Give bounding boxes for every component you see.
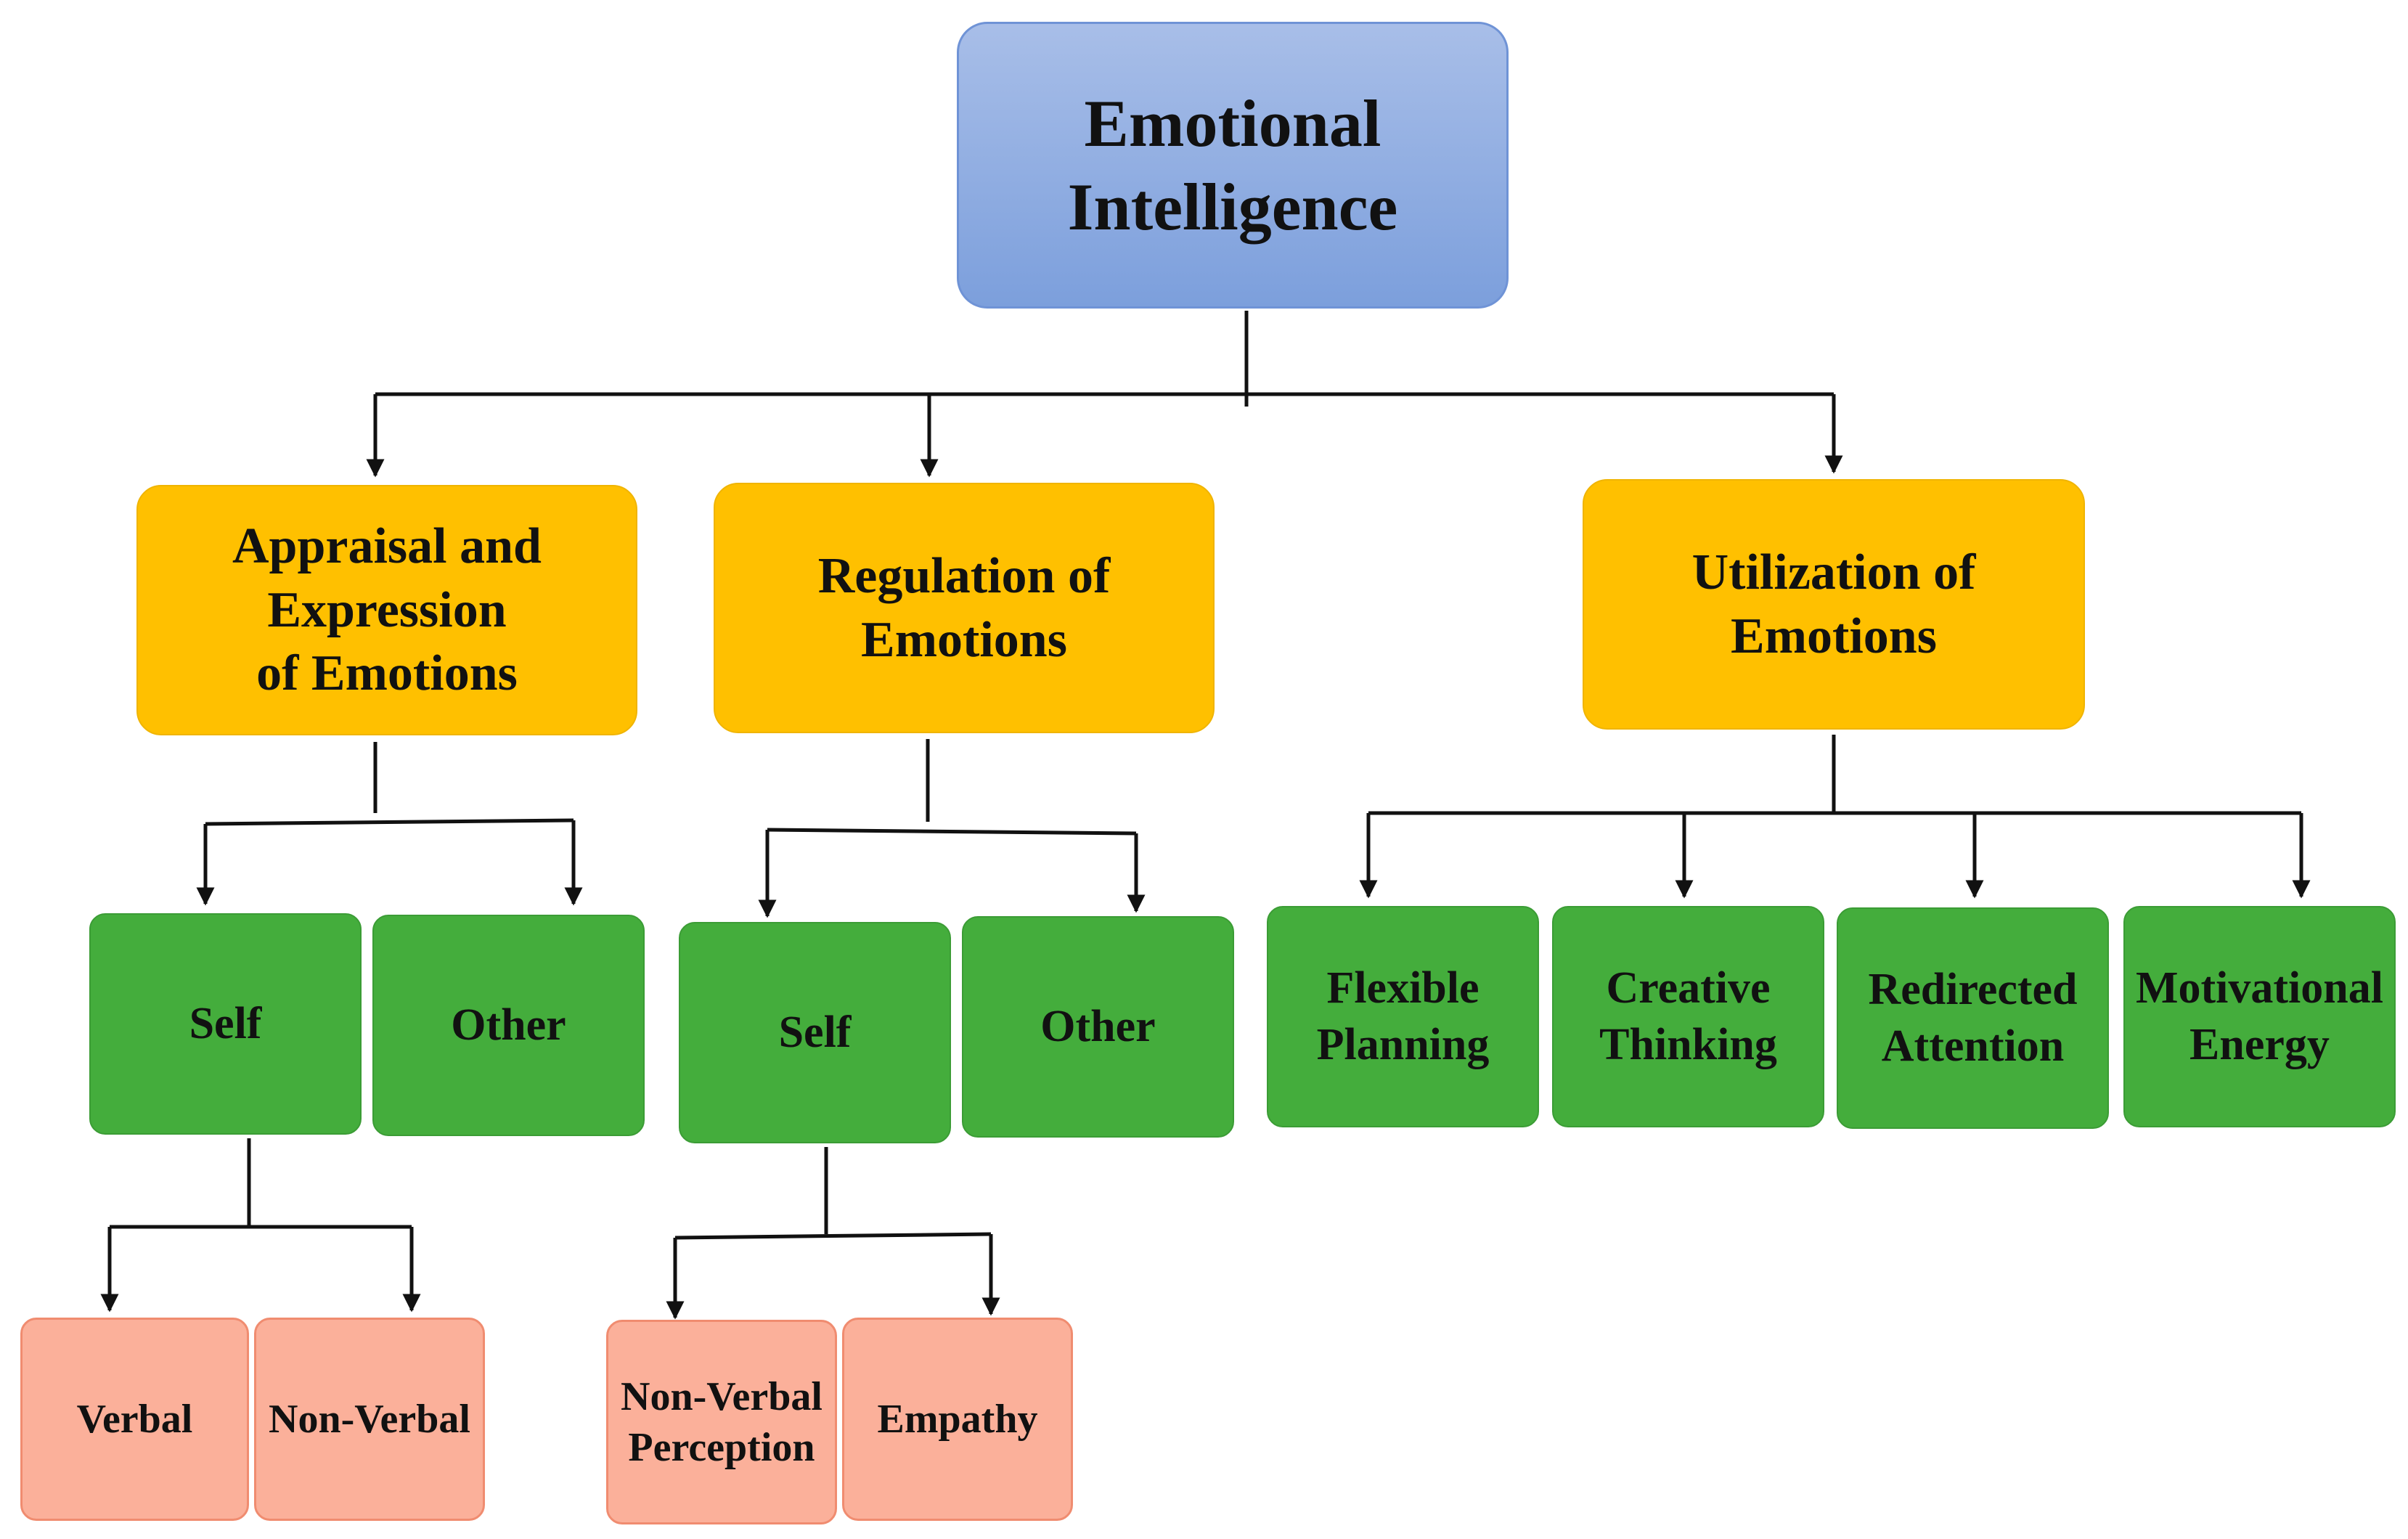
appraisal-node: Appraisal and Expression of Emotions	[136, 485, 637, 735]
non-verbal-node: Non-Verbal	[254, 1318, 485, 1521]
regulation-self-node: Self	[679, 922, 951, 1143]
appraisal-self-node: Self	[89, 913, 362, 1135]
root-node: Emotional Intelligence	[957, 22, 1509, 309]
regulation-node: Regulation of Emotions	[714, 483, 1215, 733]
utilization-node: Utilization of Emotions	[1583, 479, 2085, 730]
regulation-other-node: Other	[962, 916, 1234, 1138]
creative-thinking-node: Creative Thinking	[1552, 906, 1824, 1127]
non-verbal-perception-node: Non-Verbal Perception	[606, 1320, 837, 1524]
motivational-energy-node: Motivational Energy	[2123, 906, 2396, 1127]
connector-regulation-self-bar	[674, 1232, 992, 1240]
redirected-attention-node: Redirected Attention	[1837, 907, 2109, 1129]
appraisal-other-node: Other	[372, 915, 645, 1136]
connector-appraisal-bar	[205, 818, 574, 826]
empathy-node: Empathy	[842, 1318, 1073, 1521]
flexible-planning-node: Flexible Planning	[1267, 906, 1539, 1127]
verbal-node: Verbal	[20, 1318, 249, 1521]
connector-regulation-bar	[767, 828, 1137, 836]
